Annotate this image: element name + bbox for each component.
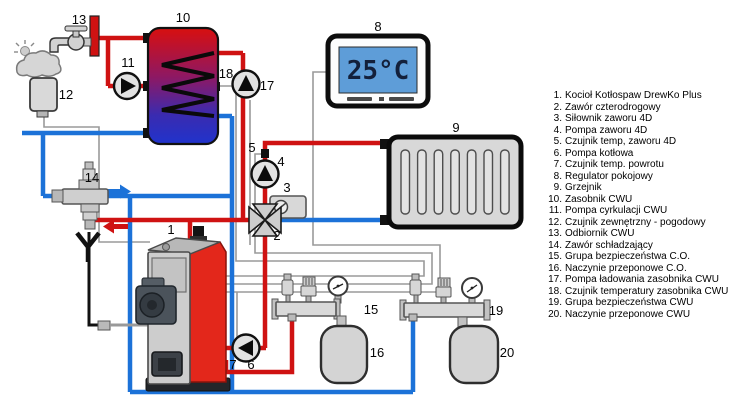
- room-regulator: 25°C: [325, 33, 431, 109]
- legend-item: 13.Odbiornik CWU: [548, 228, 635, 239]
- legend-item: 14.Zawór schładzający: [548, 239, 653, 251]
- callout-15: 15: [364, 302, 378, 317]
- callout-4: 4: [277, 154, 284, 169]
- boiler-red-body: [187, 241, 227, 383]
- callout-16: 16: [370, 345, 384, 360]
- legend-item: 11.Pompa cyrkulacji CWU: [548, 205, 668, 216]
- callout-8: 8: [374, 19, 381, 34]
- callout-1: 1: [167, 222, 174, 237]
- legend-item: 3.Siłownik zaworu 4D: [553, 113, 653, 124]
- safety-group-ch: [271, 273, 349, 328]
- cooling-valve: [51, 161, 109, 230]
- tap-icon: [49, 15, 100, 57]
- callout-7: 7: [229, 357, 236, 372]
- pump-11-icon: [112, 71, 142, 101]
- legend-item: 1.Kocioł Kotłospaw DrewKo Plus: [553, 90, 702, 101]
- callout-6: 6: [247, 357, 254, 372]
- drain-funnel-icon: [75, 231, 101, 262]
- pump-17-icon: [231, 69, 261, 99]
- legend-item: 5.Czujnik temp, zaworu 4D: [553, 136, 677, 147]
- callout-18: 18: [219, 66, 233, 81]
- outdoor-sensor-wire: [43, 117, 150, 243]
- legend: 1.Kocioł Kotłospaw DrewKo Plus 2.Zawór c…: [544, 90, 748, 320]
- callout-3: 3: [283, 180, 290, 195]
- legend-item: 2.Zawór czterodrogowy: [553, 101, 661, 113]
- callout-labels: 1 2 3 4 5 6 7 8 9 10 11 12 13 14 15 16 1…: [59, 10, 514, 372]
- expansion-vessel-dhw: [448, 324, 500, 385]
- coil-icon: [161, 51, 215, 118]
- four-way-valve-icon: [248, 203, 282, 237]
- pump-4-icon: [250, 159, 280, 189]
- temperature-readout: 25°C: [347, 56, 410, 86]
- hot-flow-arrow: [103, 219, 128, 234]
- legend-item: 7.Czujnik temp. powrotu: [553, 159, 664, 170]
- callout-17: 17: [260, 78, 274, 93]
- manifold: [403, 302, 485, 318]
- callout-2: 2: [273, 228, 280, 243]
- regulator-screen: [338, 46, 418, 94]
- sensor-box: [29, 77, 58, 112]
- callout-14: 14: [85, 170, 99, 185]
- weather-sensor: [14, 40, 62, 118]
- legend-item: 6.Pompa kotłowa: [553, 147, 634, 159]
- boiler: [135, 226, 231, 392]
- heating-schematic: 25°C: [14, 10, 524, 395]
- sun-icon: [20, 46, 30, 56]
- legend-item: 16.Naczynie przeponowe C.O.: [548, 262, 687, 274]
- callout-5: 5: [248, 140, 255, 155]
- legend-item: 9.Grzejnik: [553, 182, 602, 193]
- legend-item: 18.Czujnik temperatury zasobnika CWU: [548, 285, 729, 297]
- callout-19: 19: [489, 303, 503, 318]
- safety-group-dhw: [399, 273, 491, 328]
- valve-sensor-tick: [261, 149, 269, 158]
- radiator: [386, 134, 524, 230]
- callout-10: 10: [176, 10, 190, 25]
- legend-item: 10.Zasobnik CWU: [548, 193, 633, 205]
- legend-item: 8.Regulator pokojowy: [553, 170, 653, 182]
- legend-item: 20.Naczynie przeponowe CWU: [548, 308, 691, 320]
- cloud-icon: [15, 50, 62, 78]
- callout-9: 9: [452, 120, 459, 135]
- legend-item: 15.Grupa bezpieczeństwa C.O.: [548, 251, 691, 262]
- storage-tank: [146, 26, 220, 146]
- legend-item: 12.Czujnik zewnętrzny - pogodowy: [548, 216, 706, 228]
- manifold: [275, 301, 337, 317]
- callout-11: 11: [121, 55, 135, 70]
- legend-item: 17.Pompa ładowania zasobnika CWU: [548, 274, 719, 285]
- callout-12: 12: [59, 87, 73, 102]
- callout-13: 13: [72, 12, 86, 27]
- legend-item: 19.Grupa bezpieczeństwa CWU: [548, 297, 694, 308]
- pump-6-icon: [231, 333, 261, 363]
- cooling-valve-capillary: [87, 232, 150, 331]
- legend-item: 4.Pompa zaworu 4D: [553, 124, 648, 136]
- expansion-vessel-ch: [319, 324, 369, 385]
- valve-sensor-wire: [226, 153, 433, 285]
- room-regulator-wire: [226, 71, 441, 293]
- cold-flow-arrow: [106, 184, 131, 199]
- callout-20: 20: [500, 345, 514, 360]
